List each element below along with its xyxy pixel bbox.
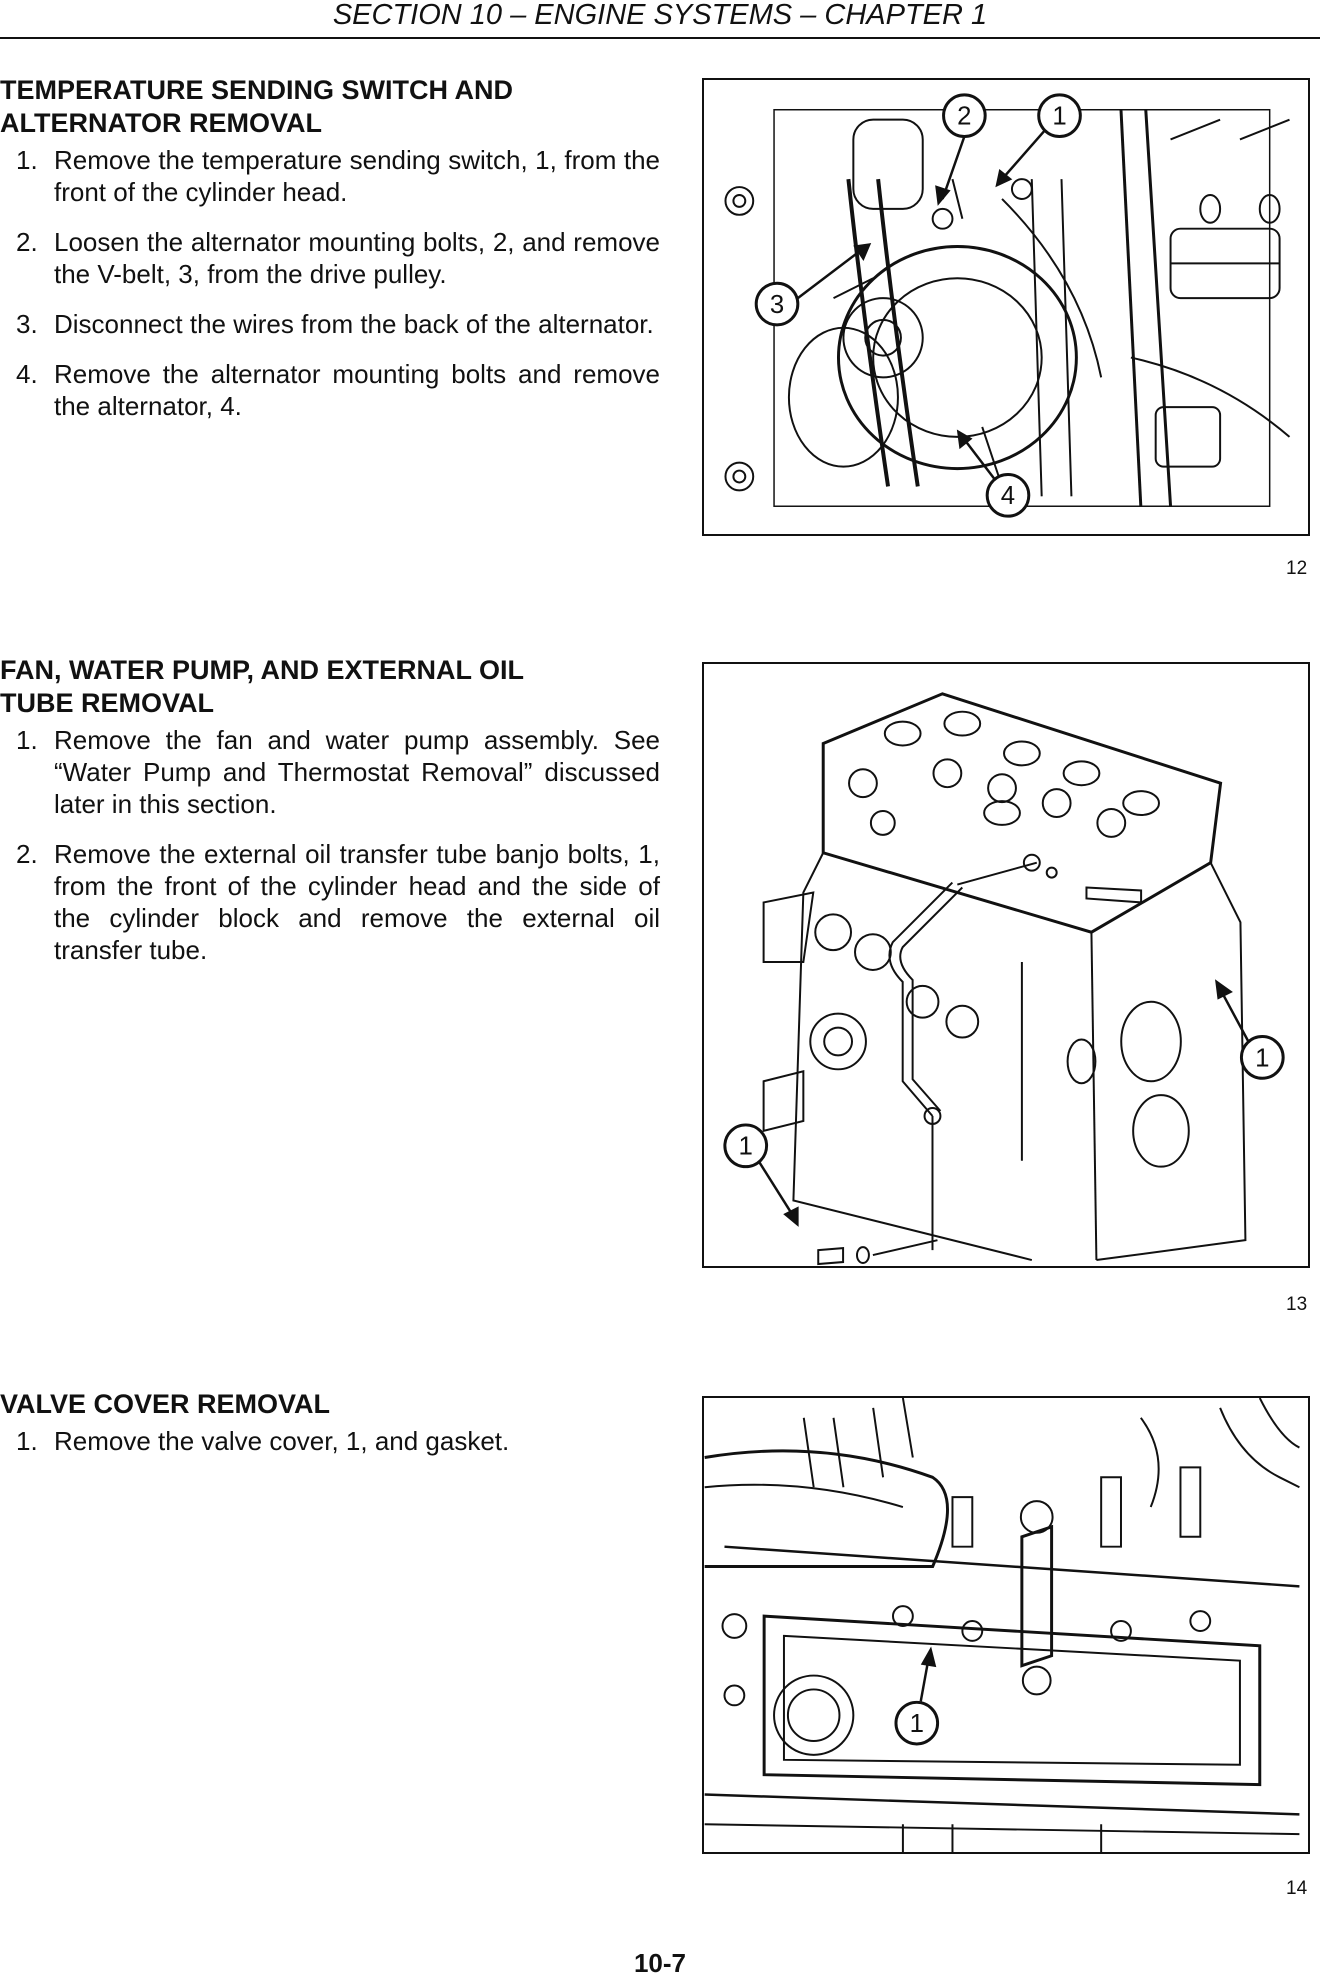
- figure-valve-cover-illustration: 1: [702, 1396, 1310, 1854]
- section-title: TEMPERATURE SENDING SWITCH AND ALTERNATO…: [0, 74, 660, 140]
- header-rule: [0, 37, 1320, 39]
- section-title: FAN, WATER PUMP, AND EXTERNAL OIL TUBE R…: [0, 654, 660, 720]
- callout-label: 1: [910, 1710, 924, 1738]
- step-number: 1.: [16, 1426, 38, 1456]
- callout-label: 2: [957, 103, 971, 131]
- step: 2. Remove the external oil transfer tube …: [0, 838, 660, 966]
- figure-alternator-illustration: 2 1 3 4: [702, 78, 1310, 536]
- figure-number: 13: [1286, 1294, 1308, 1315]
- step: 1. Remove the temperature sending switch,…: [0, 144, 660, 208]
- step-text: Remove the alternator mounting bolts and…: [54, 359, 660, 421]
- callout-label: 1: [739, 1133, 753, 1161]
- figure-number: 14: [1286, 1878, 1308, 1899]
- section-title-line-2: TUBE REMOVAL: [0, 688, 214, 718]
- callout-label: 4: [1001, 482, 1015, 510]
- step-text: Remove the temperature sending switch, 1…: [54, 145, 660, 207]
- step: 1. Remove the fan and water pump assembly…: [0, 724, 660, 820]
- figure-number: 12: [1286, 558, 1308, 579]
- step-list: 1. Remove the fan and water pump assembly…: [0, 724, 660, 966]
- step-text: Loosen the alternator mounting bolts, 2,…: [54, 227, 660, 289]
- step-number: 2.: [16, 839, 38, 869]
- step: 3. Disconnect the wires from the back of …: [0, 308, 660, 340]
- callout-label: 1: [1255, 1044, 1269, 1072]
- figure-engine-block-illustration: 1 1: [702, 662, 1310, 1268]
- step-number: 1.: [16, 145, 38, 175]
- step-number: 3.: [16, 309, 38, 339]
- running-header: SECTION 10 – ENGINE SYSTEMS – CHAPTER 1: [332, 0, 988, 31]
- section-title-line-1: FAN, WATER PUMP, AND EXTERNAL OIL: [0, 655, 525, 685]
- step-list: 1. Remove the temperature sending switch,…: [0, 144, 660, 422]
- step-text: Disconnect the wires from the back of th…: [54, 309, 654, 339]
- step: 4. Remove the alternator mounting bolts a…: [0, 358, 660, 422]
- section-temperature-switch-alternator: TEMPERATURE SENDING SWITCH AND ALTERNATO…: [0, 74, 660, 440]
- step-list: 1. Remove the valve cover, 1, and gasket.: [0, 1425, 660, 1457]
- step-text: Remove the valve cover, 1, and gasket.: [54, 1426, 510, 1456]
- step: 1. Remove the valve cover, 1, and gasket.: [0, 1425, 660, 1457]
- step-text: Remove the external oil transfer tube ba…: [54, 839, 660, 965]
- callout-label: 3: [770, 291, 784, 319]
- section-title-line-1: TEMPERATURE SENDING SWITCH AND: [0, 75, 513, 105]
- step-number: 1.: [16, 725, 38, 755]
- step-number: 4.: [16, 359, 38, 389]
- section-valve-cover-removal: VALVE COVER REMOVAL 1. Remove the valve c…: [0, 1388, 660, 1475]
- step-number: 2.: [16, 227, 38, 257]
- callout-label: 1: [1052, 103, 1066, 131]
- section-title: VALVE COVER REMOVAL: [0, 1388, 660, 1421]
- page-number: 10-7: [633, 1948, 687, 1978]
- section-title-line-1: VALVE COVER REMOVAL: [0, 1389, 331, 1419]
- section-title-line-2: ALTERNATOR REMOVAL: [0, 108, 322, 138]
- section-fan-water-pump-oil-tube: FAN, WATER PUMP, AND EXTERNAL OIL TUBE R…: [0, 654, 660, 984]
- step-text: Remove the fan and water pump assembly. …: [54, 725, 660, 819]
- step: 2. Loosen the alternator mounting bolts, …: [0, 226, 660, 290]
